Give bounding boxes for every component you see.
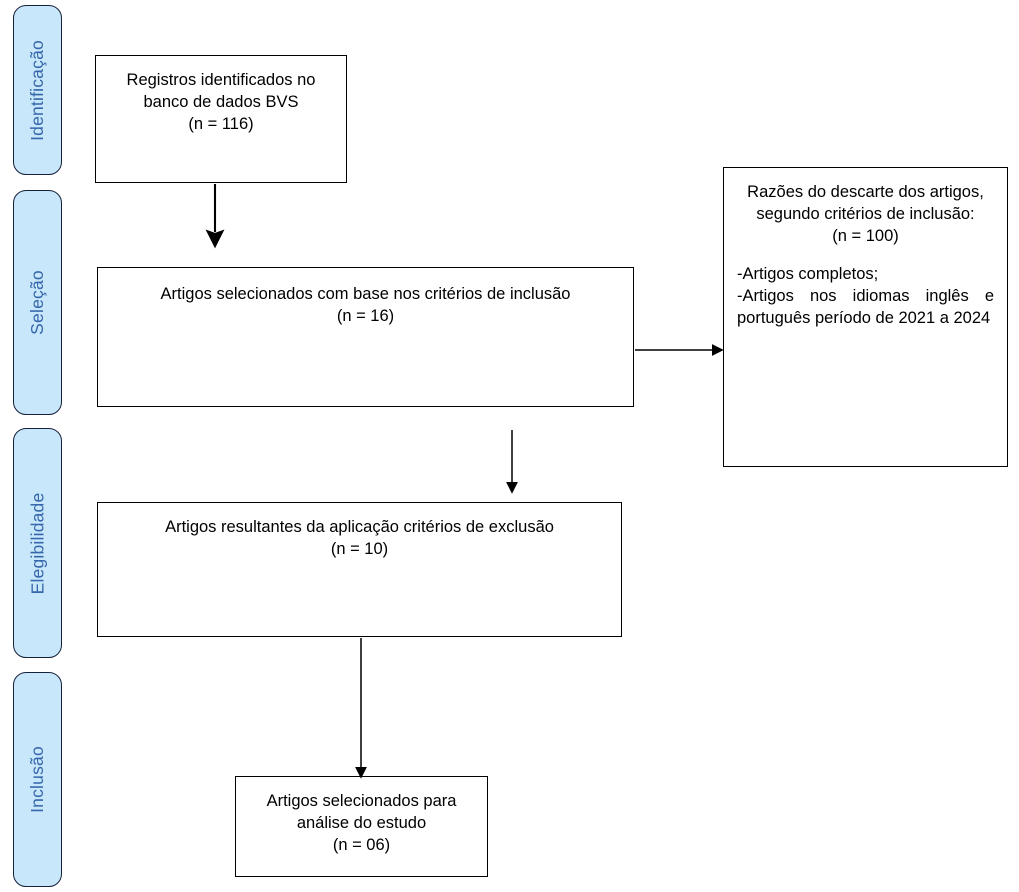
stage-label-selecao: Seleção bbox=[27, 270, 47, 335]
box-articles-included: Artigos selecionados para análise do est… bbox=[235, 776, 488, 877]
box-exclusion-reasons: Razões do descarte dos artigos, segundo … bbox=[723, 167, 1008, 467]
box-records-identified: Registros identificados no banco de dado… bbox=[95, 55, 347, 183]
box-articles-eligibility-text: Artigos resultantes da aplicação critéri… bbox=[165, 518, 554, 558]
box-exclusion-reasons-criteria: -Artigos completos; -Artigos nos idiomas… bbox=[737, 264, 994, 327]
stage-label-inclusao: Inclusão bbox=[27, 746, 47, 813]
stage-pill-inclusao: Inclusão bbox=[13, 672, 62, 887]
box-exclusion-reasons-heading: Razões do descarte dos artigos, segundo … bbox=[747, 183, 984, 245]
stage-pill-elegibilidade: Elegibilidade bbox=[13, 428, 62, 658]
box-articles-eligibility: Artigos resultantes da aplicação critéri… bbox=[97, 502, 622, 637]
box-articles-included-text: Artigos selecionados para análise do est… bbox=[266, 792, 457, 854]
stage-label-elegibilidade: Elegibilidade bbox=[27, 492, 47, 594]
stage-pill-selecao: Seleção bbox=[13, 190, 62, 415]
stage-label-identificacao: Identificação bbox=[27, 39, 48, 141]
box-records-identified-text: Registros identificados no banco de dado… bbox=[126, 71, 316, 133]
box-articles-screened-text: Artigos selecionados com base nos critér… bbox=[160, 285, 571, 325]
stage-pill-identificacao: Identificação bbox=[13, 5, 62, 175]
box-articles-screened: Artigos selecionados com base nos critér… bbox=[97, 267, 634, 407]
